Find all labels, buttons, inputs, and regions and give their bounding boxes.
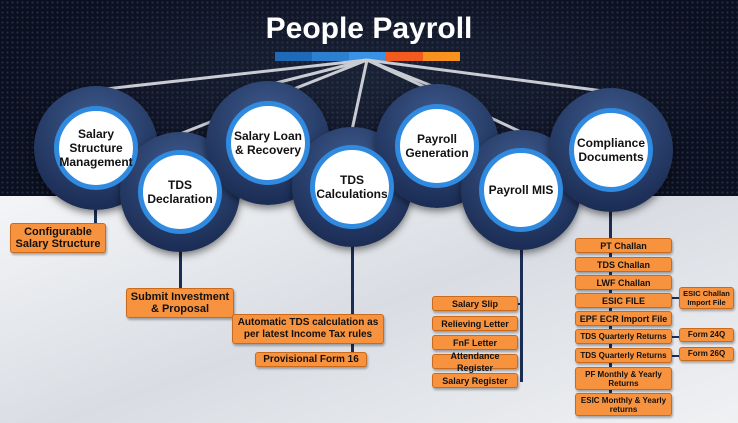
module-label: TDS Calculations: [310, 145, 394, 229]
title-color-bar: [275, 52, 460, 61]
module-label: Salary Loan & Recovery: [226, 101, 310, 185]
detail-box: Submit Investment & Proposal: [126, 288, 234, 318]
compliance-sub-item: Form 26Q: [679, 347, 734, 361]
module-payroll-generation[interactable]: Payroll Generation: [375, 84, 499, 208]
mis-item: FnF Letter: [432, 335, 518, 350]
compliance-item: PF Monthly & Yearly Returns: [575, 367, 672, 390]
module-label: Compliance Documents: [569, 108, 653, 192]
module-label: TDS Declaration: [138, 150, 222, 234]
compliance-item: PT Challan: [575, 238, 672, 253]
module-tds-declaration[interactable]: TDS Declaration: [120, 132, 240, 252]
color-segment: [349, 52, 386, 61]
color-segment: [275, 52, 312, 61]
module-salary-structure[interactable]: Salary Structure Management: [34, 86, 158, 210]
detail-box: Configurable Salary Structure: [10, 223, 106, 253]
compliance-item: TDS Quarterly Returns: [575, 348, 672, 363]
compliance-item: TDS Challan: [575, 257, 672, 272]
compliance-item: ESIC FILE: [575, 293, 672, 308]
detail-box: Automatic TDS calculation as per latest …: [232, 314, 384, 344]
color-segment: [423, 52, 460, 61]
compliance-item: TDS Quarterly Returns: [575, 329, 672, 344]
module-label: Payroll MIS: [479, 148, 563, 232]
mis-item: Salary Slip: [432, 296, 518, 311]
mis-item: Relieving Letter: [432, 316, 518, 331]
compliance-sub-item: ESIC Challan Import File: [679, 287, 734, 309]
color-segment: [386, 52, 423, 61]
compliance-item: EPF ECR Import File: [575, 311, 672, 326]
mis-item: Salary Register: [432, 373, 518, 388]
mis-item: Attendance Register: [432, 351, 518, 373]
detail-box: Provisional Form 16: [255, 352, 367, 367]
color-segment: [312, 52, 349, 61]
compliance-item: LWF Challan: [575, 275, 672, 290]
page-title: People Payroll: [265, 12, 473, 45]
compliance-sub-item: Form 24Q: [679, 328, 734, 342]
compliance-item: ESIC Monthly & Yearly returns: [575, 393, 672, 416]
module-label: Payroll Generation: [395, 104, 479, 188]
module-compliance-documents[interactable]: Compliance Documents: [549, 88, 673, 212]
module-label: Salary Structure Management: [54, 106, 138, 190]
